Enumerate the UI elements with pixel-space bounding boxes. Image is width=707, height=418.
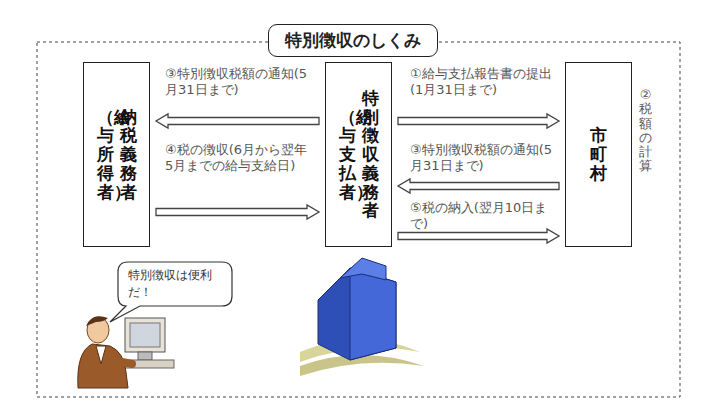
block-arrow [398, 229, 559, 243]
withholder-box: 特別徴収義務者 （給与支払者） [325, 62, 392, 247]
arrow-label: ⑤税の納入(翌月10日まで) [410, 200, 560, 232]
arrow-label: ④税の徴収(6月から翌年5月までの給与支給日) [165, 142, 315, 174]
block-arrow [398, 179, 559, 193]
person-illustration [78, 316, 174, 388]
arrow-label: ①給与支払報告書の提出(1月31日まで) [410, 66, 560, 98]
speech-text: 特別徴収は便利だ！ [128, 267, 226, 301]
dashed-frame [37, 42, 680, 397]
diagram-title: 特別徴収のしくみ [268, 24, 438, 57]
municipality-box: 市町村 [565, 62, 632, 247]
vertical-label: （給与支払者） [339, 108, 356, 201]
block-arrow [156, 114, 319, 128]
speech-bubble [110, 262, 232, 322]
block-arrow [156, 205, 319, 219]
vertical-label: 特別徴収義務者 [362, 89, 379, 220]
vertical-label: 市町村 [590, 126, 607, 182]
block-arrow [398, 114, 559, 128]
taxpayer-box: 納税義務者 （給与所得者） [83, 62, 150, 247]
vertical-label: （給与所得者） [97, 108, 114, 201]
arrow-label: ③特別徴収税額の通知(5月31日まで) [410, 142, 560, 174]
building-illustration [300, 258, 424, 376]
step-note: ②税額の計算 [639, 88, 652, 174]
arrow-label: ③特別徴収税額の通知(5月31日まで) [165, 66, 315, 98]
vertical-label: 納税義務者 [120, 108, 137, 201]
